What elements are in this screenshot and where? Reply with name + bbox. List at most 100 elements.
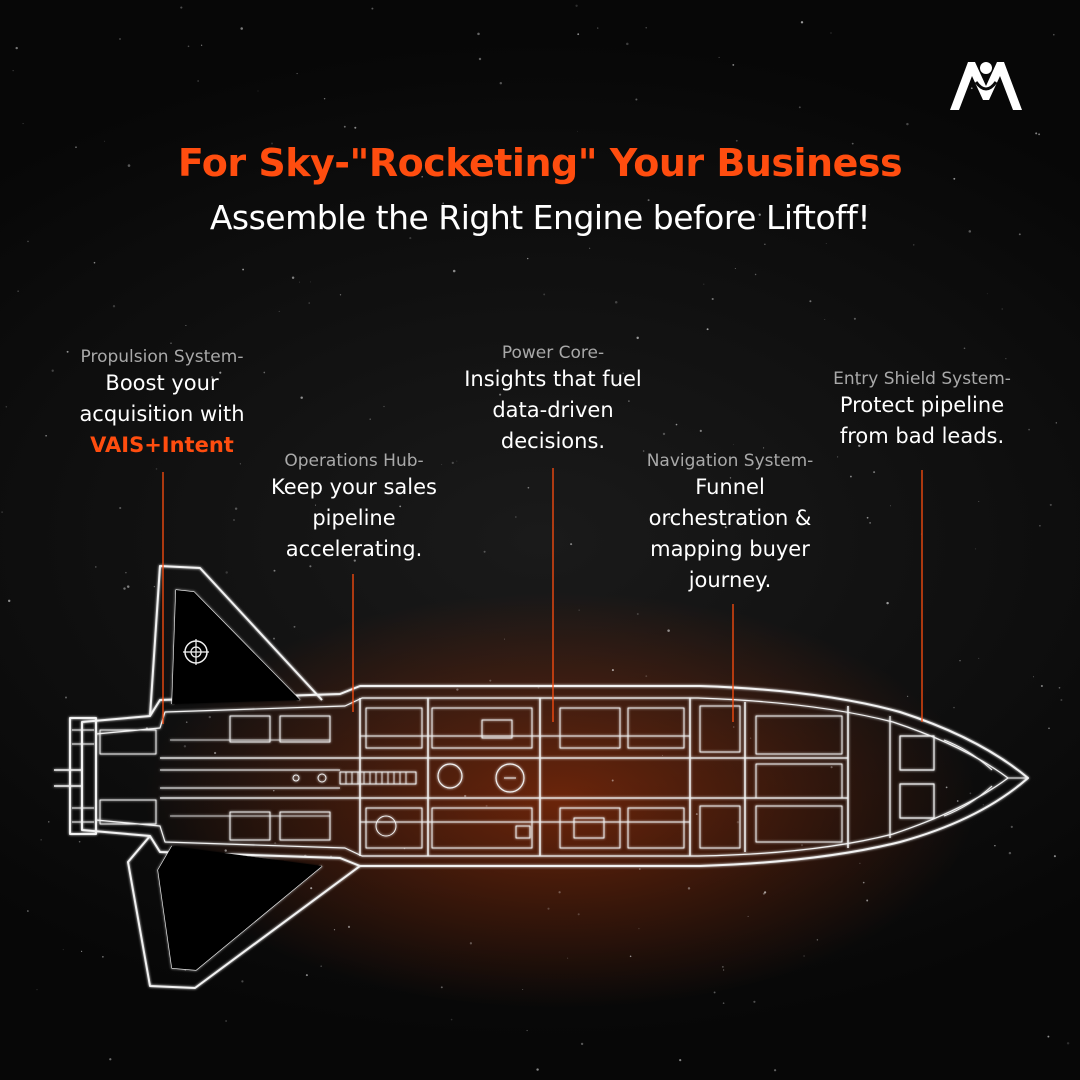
star-dot xyxy=(570,543,573,546)
star-dot xyxy=(75,146,77,148)
star-dot xyxy=(687,887,691,890)
star-dot xyxy=(956,800,959,802)
star-dot xyxy=(695,813,698,816)
star-dot xyxy=(119,506,122,510)
star-dot xyxy=(273,569,276,572)
star-dot xyxy=(383,405,385,408)
star-dot xyxy=(421,176,423,178)
star-dot xyxy=(66,350,69,353)
star-dot xyxy=(736,821,740,824)
star-dot xyxy=(642,450,645,452)
star-dot xyxy=(1018,233,1021,236)
star-dot xyxy=(442,202,444,204)
star-dot xyxy=(477,32,480,36)
star-dot xyxy=(242,268,245,271)
star-dot xyxy=(210,158,213,161)
star-dot xyxy=(263,371,266,374)
star-dot xyxy=(526,1030,528,1032)
star-dot xyxy=(51,369,54,372)
star-dot xyxy=(735,139,738,142)
power-desc-line-2: data-driven xyxy=(492,398,614,422)
star-dot xyxy=(299,281,300,283)
star-dot xyxy=(343,125,346,128)
star-dot xyxy=(547,907,550,910)
navigation-desc-line-3: mapping buyer xyxy=(650,537,810,561)
star-dot xyxy=(963,347,966,350)
star-dot xyxy=(722,1002,725,1004)
star-dot xyxy=(969,792,972,795)
star-dot xyxy=(12,70,14,72)
star-dot xyxy=(499,81,503,85)
star-dot xyxy=(441,464,443,466)
star-dot xyxy=(62,949,64,951)
shield-desc-line-2: from bad leads. xyxy=(839,424,1005,448)
star-dot xyxy=(208,715,211,719)
star-dot xyxy=(399,505,402,508)
star-dot xyxy=(273,637,275,640)
shield-caption: Entry Shield System- xyxy=(833,369,1011,389)
star-dot xyxy=(809,300,812,303)
star-dot xyxy=(213,751,217,755)
star-dot xyxy=(889,505,891,507)
star-dot xyxy=(271,142,273,145)
star-dot xyxy=(703,283,705,285)
star-dot xyxy=(522,988,524,990)
star-dot xyxy=(1049,503,1052,506)
star-dot xyxy=(733,726,735,728)
star-dot xyxy=(611,669,614,672)
star-dot xyxy=(210,375,214,379)
star-dot xyxy=(170,342,172,345)
star-dot xyxy=(234,507,238,510)
operations-desc-line-2: pipeline xyxy=(312,506,396,530)
star-dot xyxy=(187,45,190,48)
star-dot xyxy=(636,336,639,340)
star-dot xyxy=(661,754,663,756)
star-dot xyxy=(645,675,648,677)
star-dot xyxy=(119,38,121,40)
star-dot xyxy=(959,660,961,662)
star-dot xyxy=(353,559,356,562)
star-dot xyxy=(485,804,488,807)
star-dot xyxy=(125,571,127,574)
star-dot xyxy=(718,56,720,58)
star-dot xyxy=(5,406,8,408)
star-dot xyxy=(153,585,156,588)
navigation-desc-line-1: Funnel xyxy=(695,475,765,499)
star-dot xyxy=(451,461,454,465)
star-dot xyxy=(452,269,456,273)
star-dot xyxy=(773,1069,777,1072)
star-dot xyxy=(628,400,630,402)
subheadline: Assemble the Right Engine before Liftoff… xyxy=(209,198,871,237)
star-dot xyxy=(291,276,295,279)
star-dot xyxy=(543,293,546,296)
star-dot xyxy=(830,766,833,769)
star-dot xyxy=(78,840,81,843)
star-dot xyxy=(369,418,371,420)
star-dot xyxy=(953,706,955,709)
star-dot xyxy=(310,887,313,890)
star-dot xyxy=(886,601,889,605)
star-dot xyxy=(800,21,804,24)
star-dot xyxy=(450,1018,453,1021)
star-dot xyxy=(527,486,530,489)
star-dot xyxy=(323,97,326,100)
star-dot xyxy=(774,513,777,516)
star-dot xyxy=(225,1020,228,1022)
star-dot xyxy=(970,87,973,90)
star-dot xyxy=(978,657,980,659)
star-dot xyxy=(1038,133,1041,136)
star-dot xyxy=(749,737,752,739)
star-dot xyxy=(711,297,714,301)
star-dot xyxy=(273,790,275,792)
star-dot xyxy=(333,929,336,931)
star-dot xyxy=(798,106,801,109)
star-dot xyxy=(274,842,277,845)
star-dot xyxy=(679,1058,682,1062)
star-dot xyxy=(853,317,856,320)
star-dot xyxy=(15,46,18,50)
star-dot xyxy=(733,443,734,445)
star-dot xyxy=(456,688,459,691)
power-desc-line-3: decisions. xyxy=(500,429,606,453)
callout-operations-hub: Operations Hub- Keep your sales pipeline… xyxy=(256,450,452,565)
star-dot xyxy=(1053,33,1055,36)
